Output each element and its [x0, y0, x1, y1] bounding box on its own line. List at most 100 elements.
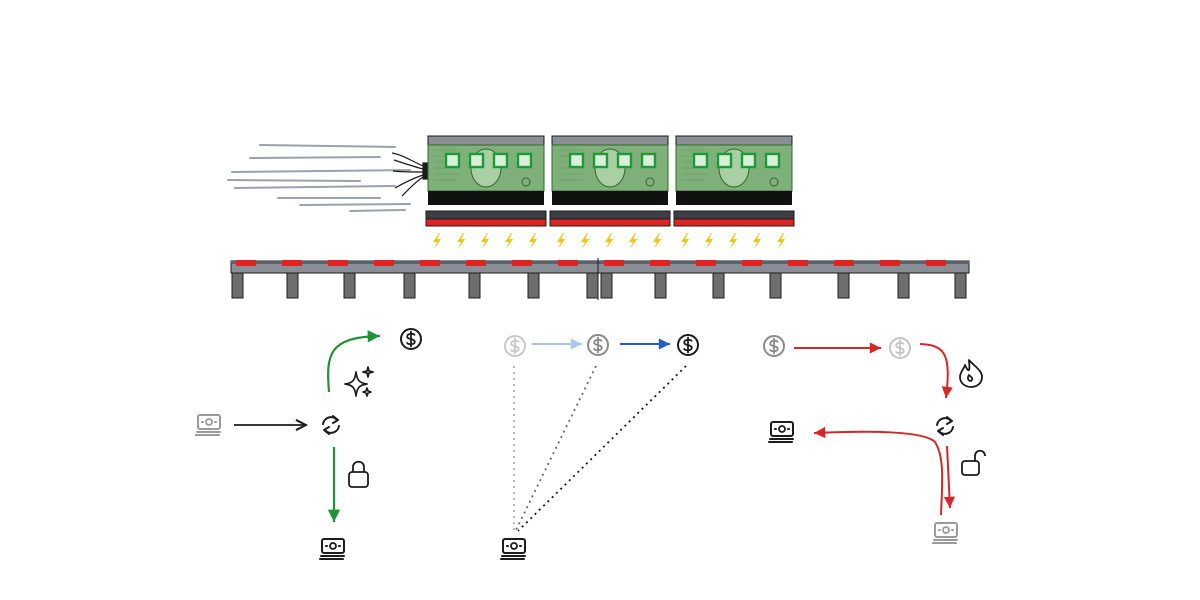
car-skid-bottom: [425, 218, 547, 227]
rail-support: [468, 272, 481, 299]
rail-marker: [650, 260, 670, 266]
rail-marker: [420, 260, 440, 266]
rail-support: [343, 272, 356, 299]
car-skid-top: [425, 210, 547, 220]
car-window: [592, 152, 609, 169]
lightning-icon: [653, 233, 661, 249]
lightning-icon: [481, 233, 489, 249]
banknote-icon: [768, 421, 794, 443]
lightning-icon: [629, 233, 637, 249]
car-window: [640, 152, 657, 169]
money-car: [549, 135, 671, 249]
rail-marker: [558, 260, 578, 266]
banknote-icon: [319, 538, 345, 560]
car-window: [692, 152, 709, 169]
rail-support: [286, 272, 299, 299]
rail-marker: [788, 260, 808, 266]
speed-lines: [227, 144, 411, 212]
lightning-icon: [457, 233, 465, 249]
bill-seal: [645, 177, 655, 187]
lightning-icon: [681, 233, 689, 249]
lightning-icon: [505, 233, 513, 249]
lightning-icon: [705, 233, 713, 249]
rail-marker: [696, 260, 716, 266]
car-window: [468, 152, 485, 169]
rail-marker: [926, 260, 946, 266]
dollar-coin-icon: [677, 334, 699, 356]
lightning-icon: [777, 233, 785, 249]
refresh-icon: [936, 416, 954, 436]
rail-marker: [604, 260, 624, 266]
refresh-icon: [322, 415, 340, 435]
rail-support: [586, 272, 599, 299]
money-car: [425, 135, 547, 249]
banknote-icon: [195, 414, 221, 436]
lightning-icon: [433, 233, 441, 249]
rail-marker: [466, 260, 486, 266]
money-train: [227, 135, 970, 300]
dollar-coin-icon-faded: [504, 335, 526, 357]
car-skid-bottom: [673, 218, 795, 227]
red-arrow-left: [813, 426, 944, 516]
car-window: [444, 152, 461, 169]
car-window: [616, 152, 633, 169]
rail-marker: [834, 260, 854, 266]
lightning-icon: [753, 233, 761, 249]
rail-support: [897, 272, 910, 299]
red-arrow-down-2: [943, 445, 956, 509]
dollar-coin-icon: [400, 328, 422, 350]
rail-support: [954, 272, 967, 299]
bill-seal: [769, 177, 779, 187]
red-flow-diagram: [763, 335, 986, 544]
lightning-icon: [605, 233, 613, 249]
dollar-coin-icon-faded: [889, 337, 911, 359]
lightning-icon: [529, 233, 537, 249]
rail-support: [600, 272, 613, 299]
car-chassis: [552, 191, 668, 205]
lightning-icon: [581, 233, 589, 249]
car-skid-top: [549, 210, 671, 220]
green-up-arrow: [327, 330, 381, 393]
lock-icon: [348, 460, 369, 488]
rail-track: [230, 258, 970, 300]
dollar-coin-icon-mid: [587, 334, 609, 356]
blue-flow-diagram: [500, 334, 699, 560]
exhaust-icon: [391, 152, 430, 197]
green-flow-diagram: [195, 328, 422, 560]
banknote-icon: [500, 538, 526, 560]
rail-support: [527, 272, 540, 299]
car-window: [764, 152, 781, 169]
unlock-icon: [961, 449, 986, 476]
rail-support: [654, 272, 667, 299]
car-chassis: [428, 191, 544, 205]
rail-marker: [374, 260, 394, 266]
lightning-icon: [557, 233, 565, 249]
rail-marker: [880, 260, 900, 266]
rail-marker: [328, 260, 348, 266]
rail-support: [403, 272, 416, 299]
rail-support: [231, 272, 244, 299]
bill-seal: [521, 177, 531, 187]
dotted-link: [517, 365, 687, 532]
car-roof: [427, 135, 545, 146]
money-car: [673, 135, 795, 249]
car-window: [716, 152, 733, 169]
dollar-coin-icon: [763, 335, 785, 357]
dotted-link-mid: [515, 365, 597, 531]
car-roof: [675, 135, 793, 146]
car-window: [568, 152, 585, 169]
rail-marker: [742, 260, 762, 266]
rail-support: [712, 272, 725, 299]
red-arrow-down: [919, 343, 953, 399]
rail-marker: [512, 260, 532, 266]
lightning-icon: [729, 233, 737, 249]
rail-support: [837, 272, 850, 299]
car-window: [740, 152, 757, 169]
rail-support: [769, 272, 782, 299]
banknote-icon-faded: [932, 522, 958, 544]
car-window: [516, 152, 533, 169]
car-skid-bottom: [549, 218, 671, 227]
car-roof: [551, 135, 669, 146]
car-chassis: [676, 191, 792, 205]
